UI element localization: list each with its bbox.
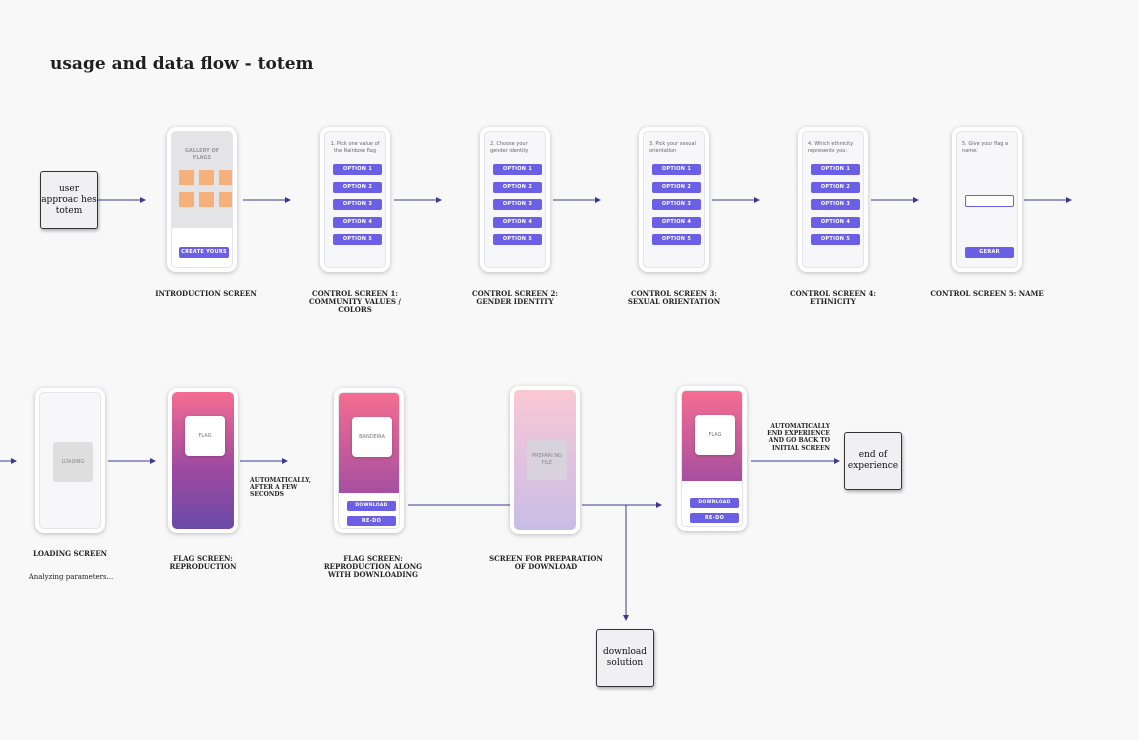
option-2-button[interactable]: OPTION 2 (493, 182, 542, 193)
flag-card: FLAG (185, 416, 225, 456)
flag-screen-reproduction: FLAG (168, 388, 238, 533)
flag-tile (199, 192, 214, 207)
option-2-button[interactable]: OPTION 2 (811, 182, 860, 193)
page-title: usage and data flow - totem (50, 54, 314, 74)
flag-reproduction-caption: FLAG SCREEN: REPRODUCTION (169, 554, 237, 572)
option-5-button[interactable]: OPTION 5 (652, 234, 701, 245)
option-5-button[interactable]: OPTION 5 (493, 234, 542, 245)
create-yours-button[interactable]: CREATE YOURS (179, 247, 229, 258)
control-3-caption: CONTROL SCREEN 3: SEXUAL ORIENTATION (627, 289, 721, 307)
end-box: end of experience (844, 432, 902, 490)
prompt-text: 2. Choose your gender identity (490, 141, 529, 154)
option-3-button[interactable]: OPTION 3 (652, 199, 701, 210)
control-5-caption: CONTROL SCREEN 5: NAME (930, 289, 1044, 298)
download-solution-label: download solution (602, 647, 648, 668)
start-box-label: user approac hes totem (41, 183, 97, 216)
prompt-text: 4. Which ethnicity represents you: (808, 141, 854, 154)
preparing-file-indicator: PREPARI NG FILE (527, 440, 567, 480)
flag-tile (219, 192, 232, 207)
option-4-button[interactable]: OPTION 4 (811, 217, 860, 228)
loading-subtext: Analyzing parameters... (28, 573, 114, 581)
download-button[interactable]: DOWNLOAD (690, 498, 739, 508)
control-screen-4: 4. Which ethnicity represents you: OPTIO… (798, 127, 868, 272)
loading-caption: LOADING SCREEN (32, 549, 108, 558)
prompt-text: 3. Pick your sexual orientation (649, 141, 696, 154)
redo-button[interactable]: RE-DO (347, 516, 396, 526)
control-screen-5: 5. Give your flag a name: GERAR (952, 127, 1022, 272)
loading-screen: LOADING (35, 388, 105, 533)
option-1-button[interactable]: OPTION 1 (811, 164, 860, 175)
introduction-caption: INTRODUCTION SCREEN (155, 289, 257, 298)
auto-after-note: AUTOMATICALLY, AFTER A FEW SECONDS (250, 477, 311, 499)
control-2-caption: CONTROL SCREEN 2: GENDER IDENTITY (472, 289, 558, 307)
redo-button[interactable]: RE-DO (690, 513, 739, 523)
control-screen-2: 2. Choose your gender identity OPTION 1 … (480, 127, 550, 272)
flag-screen-final: FLAG DOWNLOAD RE-DO (677, 386, 747, 531)
loading-indicator: LOADING (53, 442, 93, 482)
bandeira-card: BANDEIRA (352, 417, 392, 457)
prompt-text: 5. Give your flag a name: (962, 141, 1009, 154)
download-button[interactable]: DOWNLOAD (347, 501, 396, 511)
preparing-file-screen: PREPARI NG FILE (510, 386, 580, 534)
flag-name-input[interactable] (965, 195, 1014, 207)
auto-end-note: AUTOMATICALLY END EXPERIENCE AND GO BACK… (767, 423, 830, 452)
gallery-label: GALLERY OF FLAGS (184, 148, 220, 161)
flag-tile (179, 192, 194, 207)
control-1-caption: CONTROL SCREEN 1: COMMUNITY VALUES / COL… (309, 289, 401, 315)
prompt-text: 1. Pick one value of the Rainbow flag (330, 141, 380, 154)
option-2-button[interactable]: OPTION 2 (333, 182, 382, 193)
control-screen-3: 3. Pick your sexual orientation OPTION 1… (639, 127, 709, 272)
option-5-button[interactable]: OPTION 5 (333, 234, 382, 245)
option-3-button[interactable]: OPTION 3 (333, 199, 382, 210)
flag-tile (219, 170, 232, 185)
option-2-button[interactable]: OPTION 2 (652, 182, 701, 193)
flag-tile (199, 170, 214, 185)
option-5-button[interactable]: OPTION 5 (811, 234, 860, 245)
download-solution-box: download solution (596, 629, 654, 687)
gerar-button[interactable]: GERAR (965, 247, 1014, 258)
end-box-label: end of experience (847, 450, 899, 471)
preparation-caption: SCREEN FOR PREPARATION OF DOWNLOAD (489, 554, 603, 572)
control-screen-1: 1. Pick one value of the Rainbow flag OP… (320, 127, 390, 272)
flag-tile (179, 170, 194, 185)
control-4-caption: CONTROL SCREEN 4: ETHNICITY (790, 289, 876, 307)
flag-card: FLAG (695, 415, 735, 455)
option-4-button[interactable]: OPTION 4 (333, 217, 382, 228)
option-4-button[interactable]: OPTION 4 (652, 217, 701, 228)
option-3-button[interactable]: OPTION 3 (811, 199, 860, 210)
option-4-button[interactable]: OPTION 4 (493, 217, 542, 228)
flag-screen-downloading: BANDEIRA DOWNLOAD RE-DO (334, 388, 404, 533)
start-box: user approac hes totem (40, 171, 98, 229)
introduction-screen: GALLERY OF FLAGS CREATE YOURS (167, 127, 237, 272)
option-1-button[interactable]: OPTION 1 (652, 164, 701, 175)
option-3-button[interactable]: OPTION 3 (493, 199, 542, 210)
flag-downloading-caption: FLAG SCREEN: REPRODUCTION ALONG WITH DOW… (323, 554, 423, 580)
option-1-button[interactable]: OPTION 1 (333, 164, 382, 175)
option-1-button[interactable]: OPTION 1 (493, 164, 542, 175)
